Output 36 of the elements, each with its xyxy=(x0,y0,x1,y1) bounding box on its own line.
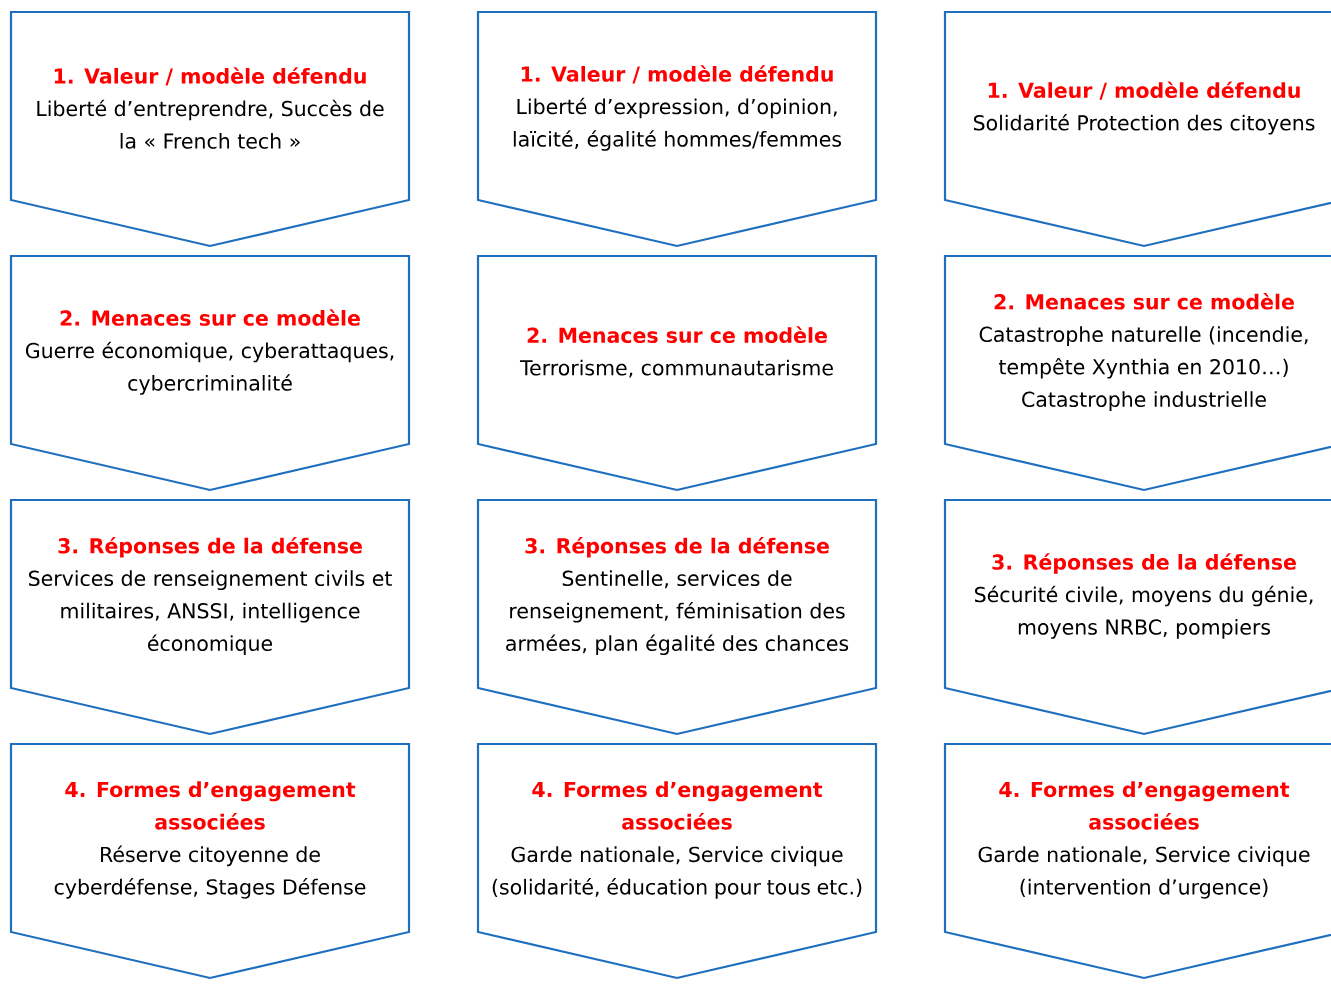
heading-text: 1. Valeur / modèle défendu xyxy=(521,65,833,84)
heading-text: 4. Formes d’engagement associées xyxy=(532,781,823,830)
chevron-box xyxy=(9,254,411,492)
chevron-box xyxy=(943,498,1331,736)
heading-text: 3. Réponses de la défense xyxy=(525,536,829,558)
body-text: Sécurité civile, moyens du génie, moyens NRBC, pompiers xyxy=(975,585,1313,639)
body-text: Catastrophe naturelle (incendie, tempête Xynthia en 2010…) Catastrophe industrielle xyxy=(979,326,1308,412)
chevron-box xyxy=(943,254,1331,492)
chevron-box xyxy=(476,742,878,980)
body-text: Guerre économique, cyberattaques, cybercriminalité xyxy=(25,341,394,395)
body-text: Liberté d’entreprendre, Succès de la « French tech » xyxy=(37,99,384,149)
heading-text: 3. Réponses de la défense xyxy=(58,536,362,558)
chevron-box xyxy=(476,254,878,492)
chevron-box xyxy=(476,10,878,248)
heading-text: 3. Réponses de la défense xyxy=(992,553,1296,574)
body-text: Terrorisme, communautarisme xyxy=(520,359,833,378)
body-text: Sentinelle, services de renseignement, féminisation des armées, plan égalité des chances xyxy=(506,570,849,656)
chevron-box xyxy=(476,498,878,736)
heading-text: 1. Valeur / modèle défendu xyxy=(54,67,366,86)
heading-text: 4. Formes d’engagement associées xyxy=(65,781,356,830)
chevron-box xyxy=(9,10,411,248)
chevron-box xyxy=(943,742,1331,980)
body-text: Services de renseignement civils et militaires, ANSSI, intelligence économique xyxy=(29,570,392,656)
chevron-box xyxy=(9,498,411,736)
heading-text: 2. Menaces sur ce modèle xyxy=(60,309,360,326)
body-text: Garde nationale, Service civique (intervention d’urgence) xyxy=(978,846,1310,899)
heading-text: 2. Menaces sur ce modèle xyxy=(527,326,827,344)
chevron-box xyxy=(9,742,411,980)
body-text: Solidarité Protection des citoyens xyxy=(973,113,1315,135)
heading-text: 4. Formes d’engagement associées xyxy=(999,781,1290,830)
chevron-box xyxy=(943,10,1331,248)
body-text: Garde nationale, Service civique (solidarité, éducation pour tous etc.) xyxy=(492,846,862,899)
body-text: Réserve citoyenne de cyberdéfense, Stages Défense xyxy=(54,845,366,899)
body-text: Liberté d’expression, d’opinion, laïcité, égalité hommes/femmes xyxy=(513,97,842,151)
heading-text: 2. Menaces sur ce modèle xyxy=(994,292,1294,310)
heading-text: 1. Valeur / modèle défendu xyxy=(988,81,1300,100)
